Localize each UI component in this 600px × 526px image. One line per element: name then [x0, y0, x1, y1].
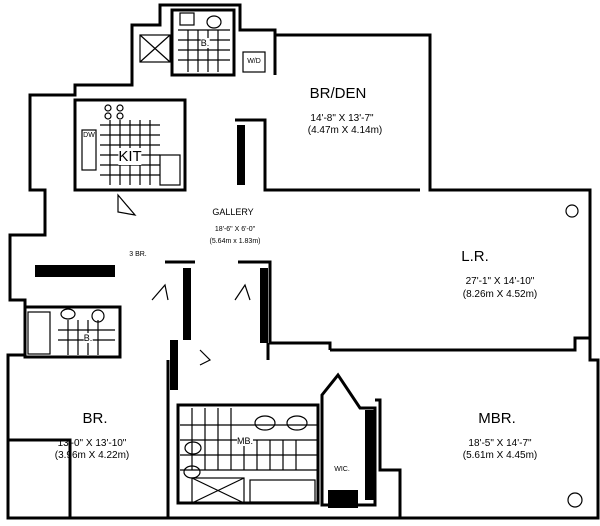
- room-name-bath-left: B.: [83, 333, 93, 343]
- closet-shelf: [170, 340, 178, 390]
- label-dw: DW: [83, 132, 95, 139]
- room-dim-metric-gallery: (5.64m x 1.83m): [209, 238, 261, 245]
- br-den-wall: [235, 33, 430, 192]
- room-name-gallery: GALLERY: [212, 207, 254, 217]
- wic-wall: [320, 372, 377, 507]
- closet-shelf: [35, 265, 115, 277]
- room-dim-lr: 27'-1" X 14'-10": [465, 276, 535, 287]
- room-dim-metric-br-den: (4.47m X 4.14m): [307, 125, 383, 136]
- bathtub-icon: [27, 311, 51, 355]
- room-dim-br: 13'-0" X 13'-10": [57, 438, 127, 449]
- door-swing: [117, 193, 137, 216]
- room-dim-metric-br: (3.96m X 4.22m): [54, 450, 130, 461]
- room-name-lr: L.R.: [461, 248, 489, 265]
- bath-left-wall: [23, 305, 122, 359]
- label-wd: W/D: [247, 58, 261, 65]
- bath-top-wall: [170, 8, 236, 77]
- closet-shelf: [237, 125, 245, 185]
- room-dim-mbr: 18'-5" X 14'-7": [468, 438, 532, 449]
- kitchen-tiles: [81, 104, 181, 186]
- room-name-kit: KIT: [118, 148, 142, 165]
- kitchen-wall: [73, 98, 187, 192]
- room-dim-metric-lr: (8.26m X 4.52m): [462, 289, 538, 300]
- shower-icon: [139, 34, 171, 63]
- tile-grid: [178, 29, 230, 72]
- toilet-icon: [206, 15, 222, 29]
- master-bath-wall: [176, 403, 320, 505]
- closet-shelf: [260, 268, 268, 343]
- room-dim-br-den: 14'-8" X 13'-7": [310, 113, 374, 124]
- room-dim-gallery: 18'-6" X 6'-0": [214, 226, 256, 233]
- room-name-br: BR.: [82, 410, 108, 427]
- room-name-wic: WIC.: [334, 466, 350, 473]
- room-name-br-den: BR/DEN: [309, 85, 367, 102]
- room-name-bath-top: B.: [200, 38, 210, 48]
- room-name-mbr: MBR.: [478, 410, 516, 427]
- room-dim-metric-mbr: (5.61m X 4.45m): [462, 450, 538, 461]
- room-name-master-bath: MB.: [236, 436, 254, 446]
- closet-shelf: [183, 268, 191, 340]
- label-3br: 3 BR.: [129, 251, 147, 258]
